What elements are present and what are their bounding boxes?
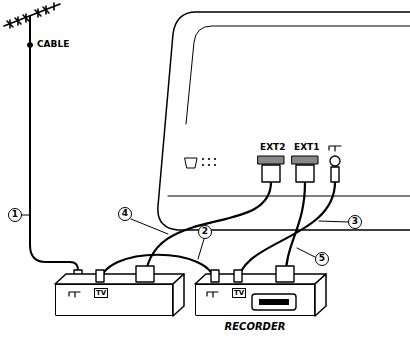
antenna-cable (30, 16, 78, 270)
leader-line (22, 215, 29, 216)
callout-number: 5 (315, 252, 329, 266)
callout-number: 1 (8, 208, 22, 222)
cable-label: CABLE (36, 39, 70, 50)
antenna-plug (234, 270, 242, 282)
tv-output-mark: TV (94, 288, 108, 298)
antenna-symbol (69, 292, 80, 297)
device-side (173, 274, 184, 316)
tv-small-socket (185, 158, 197, 168)
scart-socket (258, 156, 284, 164)
antenna-plug (211, 270, 219, 282)
connection-cable (238, 182, 335, 284)
cable-dot (28, 43, 33, 48)
antenna-symbol (207, 292, 218, 297)
antenna-symbol (329, 146, 341, 151)
antenna-plug (96, 270, 104, 282)
cassette-icon (252, 294, 296, 310)
socket-label: EXT1 (294, 142, 320, 153)
scart-plug (296, 165, 314, 182)
device-top (55, 274, 184, 284)
antenna-symbol (4, 3, 60, 28)
tv-connection-panel: EXT2 EXT1 (250, 140, 350, 182)
scart-plug (136, 266, 154, 282)
scart-plug (262, 165, 280, 182)
tv-output-mark: TV (232, 288, 246, 298)
scart-socket (292, 156, 318, 164)
antenna-socket (330, 156, 340, 166)
device-name: RECORDER (196, 321, 314, 333)
recorder-box: TVRECORDER (195, 284, 315, 316)
device-side (315, 274, 326, 316)
socket-label: EXT2 (260, 142, 286, 153)
cassette-slot (259, 299, 289, 305)
leader-line (131, 219, 348, 259)
callout-number: 4 (118, 207, 132, 221)
callout-number: 3 (348, 215, 362, 229)
scart-plug (276, 266, 294, 282)
connection-cable (145, 182, 271, 284)
tv-housing (158, 12, 410, 230)
callout-number: 2 (198, 225, 212, 239)
antenna-plug (331, 167, 339, 182)
device-box: TV (55, 284, 173, 316)
tv-vents (202, 158, 216, 166)
